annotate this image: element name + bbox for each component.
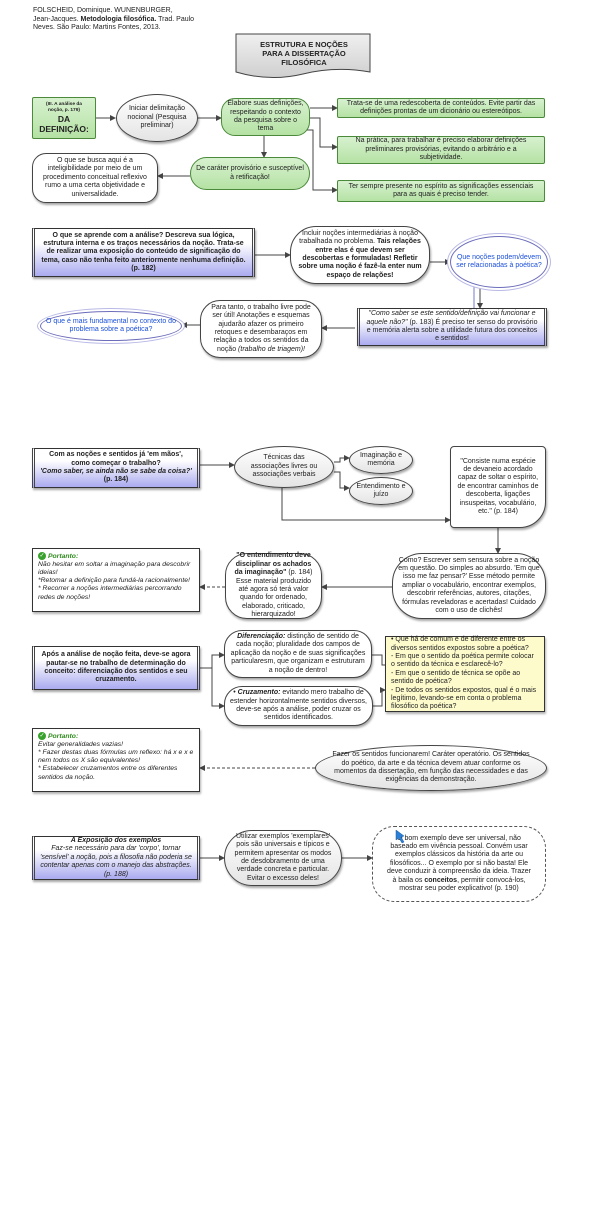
initial-delimitation-node: Iniciar delimitação nocional (Pesquisa p… [116, 94, 198, 142]
fundamental-question-cloud: O que é mais fundamental no contexto do … [40, 311, 182, 341]
therefore-item: Não hesitar em soltar a imaginação para … [38, 560, 191, 577]
crossing-node: • Cruzamento: evitando mero trabalho de … [224, 686, 373, 726]
how-to-know-box: "Como saber se este sentido/definição va… [357, 308, 547, 346]
how-method-node: Como? Escrever sem sensura sobre a noção… [392, 553, 546, 619]
differentiation-node: Diferenciação: distinção de sentido de c… [224, 630, 372, 678]
exemplary-examples-node: Utilizar exemplos 'exemplares' pois são … [224, 830, 342, 886]
therefore-item: * Recorrer a noções intermediárias perco… [38, 585, 182, 601]
understanding-judgment-node: Entendimento e juízo [349, 477, 413, 505]
question-item: - De todos os sentidos expostos, qual é … [391, 686, 537, 711]
examples-exposition-box: A Exposição dos exemplos Faz-se necessár… [32, 836, 200, 880]
elaborate-definitions-node: Elabore suas definições, respeitando o c… [221, 98, 310, 136]
start-work-box: Com as noções e sentidos já 'em mãos', c… [32, 448, 200, 488]
questions-box: • Que há de comum e de diferente entre o… [385, 636, 545, 712]
concept-determination-box: Após a análise de noção feita, deve-se a… [32, 646, 200, 690]
reference-line-3: Neves. São Paulo: Martins Fontes, 2013. [33, 24, 161, 32]
therefore-item: *Retomar a definição para fundá-la racio… [38, 577, 190, 585]
reference-line-2: Jean-Jacques. Metodologia filosófica. Tr… [33, 15, 195, 23]
notions-poetics-cloud: Que noções podem/devem ser relacionadas … [450, 236, 548, 288]
rediscovery-node: Trata-se de uma redescoberta de conteúdo… [337, 98, 545, 118]
definition-ref: (III. A análise da noção, p. 179) [46, 102, 82, 113]
analysis-question-box: O que se aprende com a análise? Descreva… [32, 228, 255, 277]
keep-in-mind-node: Ter sempre presente no espírito as signi… [337, 180, 545, 202]
question-item: - Em que o sentido da poética permite co… [391, 653, 534, 669]
definition-title: DA DEFINIÇÃO: [39, 113, 89, 134]
provisional-node: De caráter provisório e susceptível à re… [190, 157, 310, 190]
free-work-node: Para tanto, o trabalho livre pode ser út… [200, 300, 322, 358]
imagination-memory-node: Imaginação e memória [349, 446, 413, 474]
definition-box: (III. A análise da noção, p. 179) DA DEF… [32, 97, 96, 139]
therefore-item: * Fazer destas duas fórmulas um reflexo:… [38, 749, 194, 765]
daydream-node: "Consiste numa espécie de devaneio acord… [450, 446, 546, 528]
therefore-box-2: ✓Portanto: Evitar generalidades vazias! … [32, 728, 200, 792]
question-item: - Em que o sentido de técnica se opõe ao… [391, 669, 521, 686]
practice-node: Na prática, para trabalhar é preciso ela… [337, 136, 545, 164]
check-icon: ✓ [38, 732, 46, 740]
operative-senses-node: Fazer os sentidos funcionarem! Caráter o… [315, 745, 547, 791]
page-title: ESTRUTURA E NOÇÕES PARA A DISSERTAÇÃO FI… [260, 39, 348, 67]
bibliographic-reference: FOLSCHEID, Dominique. WUNENBURGER, Jean-… [33, 6, 233, 34]
intermediate-notions-node: Incluir noções intermediárias à noção tr… [290, 226, 430, 284]
therefore-box-1: ✓Portanto: Não hesitar em soltar a imagi… [32, 548, 200, 612]
reference-line-1: FOLSCHEID, Dominique. WUNENBURGER, [33, 7, 173, 15]
good-example-node: O bom exemplo deve ser universal, não ba… [372, 826, 546, 902]
therefore-item: Evitar generalidades vazias! [38, 740, 124, 748]
association-techniques-node: Técnicas das associações livres ou assoc… [234, 446, 334, 488]
book-title: Metodologia filosófica. [80, 15, 157, 23]
intelligibility-node: O que se busca aqui é a inteligibilidade… [32, 153, 158, 203]
question-item: • Que há de comum e de diferente entre o… [391, 636, 529, 652]
therefore-item: * Estabelecer cruzamentos entre os difer… [38, 765, 178, 781]
understanding-discipline-node: "O entendimento deve disciplinar os acha… [225, 552, 322, 619]
check-icon: ✓ [38, 552, 46, 560]
